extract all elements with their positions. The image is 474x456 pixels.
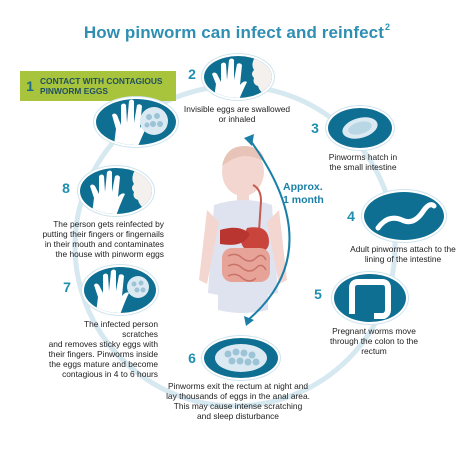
title-text: How pinworm can infect and reinfect — [83, 23, 384, 42]
step-8-line-3: in their mouth and contaminates — [44, 239, 164, 249]
month-arrow-head-bottom — [244, 316, 254, 326]
step-4-line-2: lining of the intestine — [364, 254, 442, 264]
month-arrow-head-top — [244, 134, 254, 146]
step-1-line-1: CONTACT WITH CONTAGIOUS — [40, 76, 163, 86]
step-8-line-1: The person gets reinfected by — [53, 219, 164, 229]
step-6-line-4: and sleep disturbance — [197, 411, 279, 421]
step-8-caption: The person gets reinfected by putting th… — [38, 219, 164, 259]
step-7-line-1: The infected person scratches — [83, 319, 158, 339]
step-5-line-3: rectum — [361, 346, 387, 356]
step-3-caption: Pinworms hatch in the small intestine — [318, 152, 408, 172]
diagram-title: How pinworm can infect and reinfect2 — [0, 22, 474, 43]
egg-cluster-icon — [215, 344, 267, 372]
step-6-line-3: This may cause intense scratching — [173, 401, 303, 411]
child-figure — [199, 146, 287, 313]
step-5-caption: Pregnant worms move through the colon to… — [322, 326, 426, 356]
step-6-line-2: lay thousands of eggs in the anal area. — [166, 391, 310, 401]
step-4-image — [364, 192, 444, 240]
step-2-line-2: or inhaled — [218, 114, 256, 124]
step-7-line-4: the eggs mature and become — [49, 359, 158, 369]
step-1-text: CONTACT WITH CONTAGIOUS PINWORM EGGS — [40, 76, 163, 96]
step-8-number: 8 — [62, 180, 70, 196]
step-8-image — [80, 168, 152, 214]
step-5-image — [334, 274, 406, 322]
step-2-number: 2 — [188, 66, 196, 82]
step-6-number: 6 — [188, 350, 196, 366]
step-4-number: 4 — [347, 208, 355, 224]
step-3-line-1: Pinworms hatch in — [328, 152, 398, 162]
step-7-caption: The infected person scratches and remove… — [48, 319, 158, 379]
step-1-image — [96, 99, 176, 145]
step-3-image — [328, 108, 392, 148]
hand-scratch-icon — [94, 269, 149, 313]
step-7-image — [84, 267, 156, 313]
step-2-image — [204, 56, 272, 98]
step-3-line-2: the small intestine — [329, 162, 397, 172]
step-7-line-5: contagious in 4 to 6 hours — [62, 369, 158, 379]
worm-icon — [375, 202, 437, 231]
step-5-number: 5 — [314, 286, 322, 302]
egg-icon — [342, 117, 378, 139]
duration-label: Approx. 1 month — [283, 181, 343, 207]
title-superscript: 2 — [385, 22, 391, 32]
step-8-line-4: the house with pinworm eggs — [55, 249, 164, 259]
colon-icon — [349, 279, 391, 319]
step-6-line-1: Pinworms exit the rectum at night and — [167, 381, 309, 391]
step-1-line-2: PINWORM EGGS — [40, 86, 108, 96]
duration-line-1: Approx. — [283, 181, 323, 193]
step-2-line-1: Invisible eggs are swallowed — [183, 104, 291, 114]
step-6-image — [204, 338, 278, 378]
step-1-number: 1 — [26, 78, 34, 94]
month-arrow — [247, 139, 291, 321]
step-5-line-2: through the colon to the — [329, 336, 418, 346]
step-7-line-2: and removes sticky eggs with — [48, 339, 158, 349]
hand-eggs-icon — [112, 99, 168, 145]
step-1-banner: 1 CONTACT WITH CONTAGIOUS PINWORM EGGS — [20, 71, 176, 101]
step-6-caption: Pinworms exit the rectum at night and la… — [158, 381, 318, 421]
step-5-line-1: Pregnant worms move — [332, 326, 416, 336]
step-3-number: 3 — [311, 120, 319, 136]
step-4-line-1: Adult pinworms attach to the — [350, 244, 456, 254]
step-7-line-3: their fingers. Pinworms inside — [48, 349, 158, 359]
hand-mouth-icon — [212, 56, 272, 98]
hand-face-icon — [90, 168, 152, 214]
step-2-caption: Invisible eggs are swallowed or inhaled — [177, 104, 297, 124]
step-4-caption: Adult pinworms attach to the lining of t… — [340, 244, 466, 264]
step-7-number: 7 — [63, 279, 71, 295]
duration-line-2: 1 month — [283, 194, 324, 206]
step-8-line-2: putting their fingers or fingernails — [42, 229, 164, 239]
